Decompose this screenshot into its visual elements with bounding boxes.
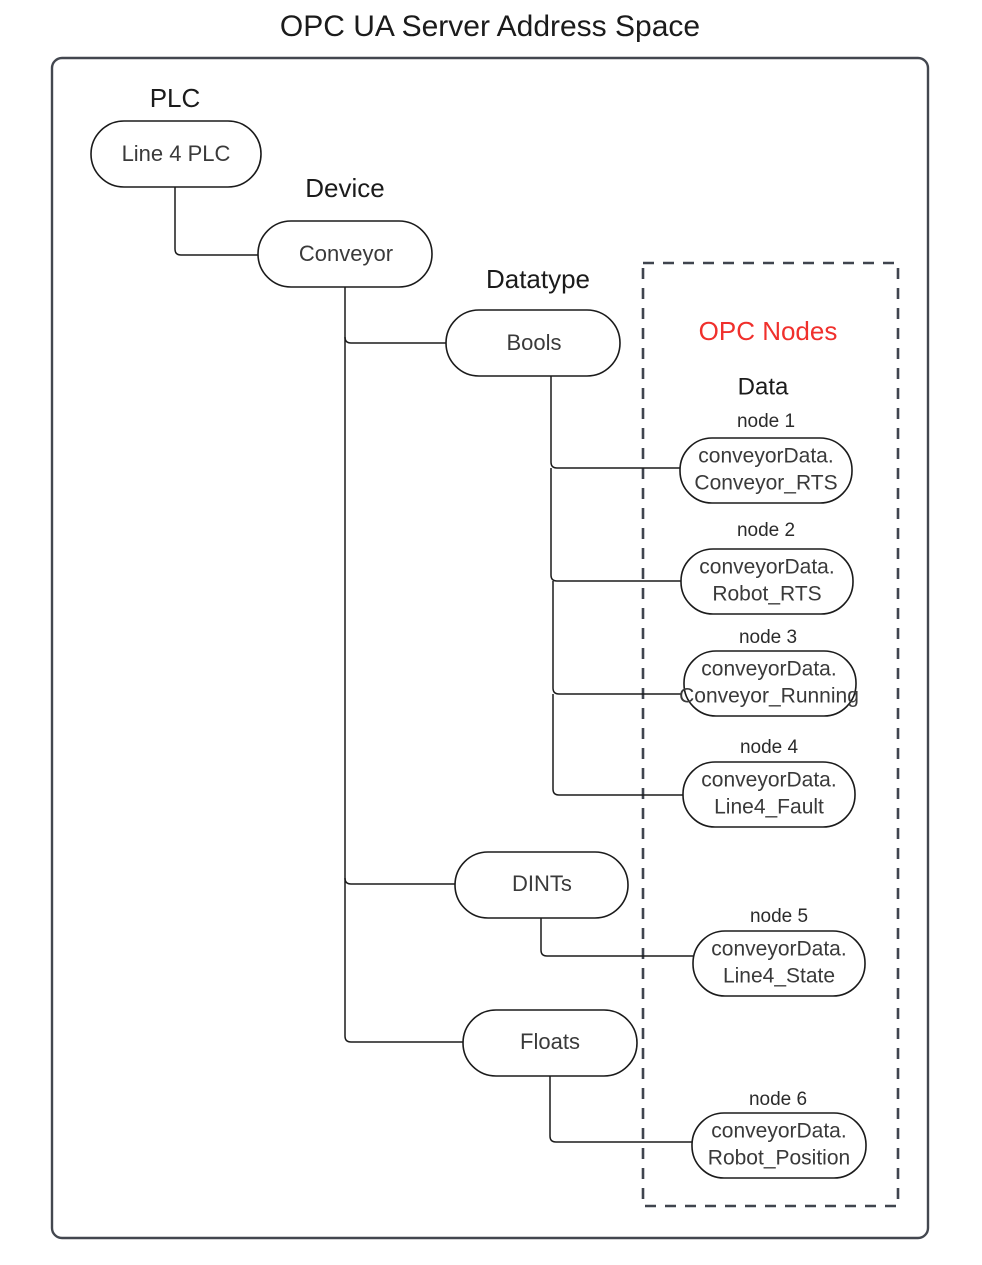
opc-node-2-line2: Robot_RTS (712, 583, 821, 606)
opc-node-5-line2: Line4_State (723, 965, 835, 988)
datatype-node-dints[interactable]: DINTs (454, 851, 629, 919)
opc-node-1-line1: conveyorData. (698, 445, 833, 468)
node-4-caption: node 4 (740, 737, 799, 758)
opc-node-6[interactable]: conveyorData. Robot_Position (691, 1112, 867, 1179)
opc-node-4[interactable]: conveyorData. Line4_Fault (682, 761, 856, 828)
datatype-bools-label: Bools (506, 330, 561, 355)
opc-node-4-shape (682, 761, 856, 828)
connector-dints-to-node5 (540, 918, 693, 957)
opc-node-3-line2: Conveyor_Running (679, 685, 859, 708)
opc-node-5-shape (692, 930, 866, 997)
connector-bools-to-node1 (550, 376, 680, 469)
datatype-dints-shape (454, 851, 629, 919)
opc-node-6-shape (691, 1112, 867, 1179)
device-node-label: Conveyor (299, 241, 393, 266)
opc-node-6-line1: conveyorData. (711, 1120, 846, 1143)
opc-node-3-line1: conveyorData. (701, 658, 836, 681)
opc-node-4-line1: conveyorData. (701, 769, 836, 792)
page-title: OPC UA Server Address Space (280, 10, 700, 43)
device-node-shape (257, 220, 433, 288)
label-device: Device (305, 173, 384, 203)
opc-node-1[interactable]: conveyorData. Conveyor_RTS (679, 437, 853, 504)
address-space-frame (50, 56, 930, 1240)
opc-node-1-line2: Conveyor_RTS (694, 472, 837, 495)
connector-floats-to-node6 (549, 1075, 692, 1143)
label-plc: PLC (150, 83, 201, 113)
connector-conveyor-to-bools (344, 336, 446, 344)
opc-node-5[interactable]: conveyorData. Line4_State (692, 930, 866, 997)
connector-bools-to-node2 (550, 468, 681, 582)
node-3-caption: node 3 (739, 627, 797, 648)
connector-conveyor-trunk (344, 287, 463, 1043)
opc-node-5-line1: conveyorData. (711, 938, 846, 961)
opc-node-3-shape (683, 650, 857, 717)
opc-node-4-line2: Line4_Fault (714, 796, 824, 819)
opc-node-3[interactable]: conveyorData. Conveyor_Running (679, 650, 859, 717)
label-data: Data (738, 373, 789, 400)
device-node[interactable]: Conveyor (257, 220, 433, 288)
opc-node-2[interactable]: conveyorData. Robot_RTS (680, 548, 854, 615)
datatype-bools-shape (445, 309, 621, 377)
datatype-floats-label: Floats (520, 1029, 580, 1054)
plc-node-shape (90, 120, 262, 188)
label-opc-nodes: OPC Nodes (699, 316, 838, 346)
node-1-caption: node 1 (737, 411, 795, 432)
node-2-caption: node 2 (737, 520, 795, 541)
opc-nodes-region (641, 261, 900, 1208)
plc-node[interactable]: Line 4 PLC (90, 120, 262, 188)
opc-node-6-line2: Robot_Position (708, 1147, 850, 1170)
datatype-floats-shape (462, 1009, 638, 1077)
datatype-node-bools[interactable]: Bools (445, 309, 621, 377)
connector-bools-to-node3 (552, 581, 682, 695)
opc-node-2-shape (680, 548, 854, 615)
connector-conveyor-to-dints (344, 877, 455, 885)
plc-node-label: Line 4 PLC (122, 141, 231, 166)
datatype-dints-label: DINTs (512, 871, 572, 896)
datatype-node-floats[interactable]: Floats (462, 1009, 638, 1077)
connector-plc-to-conveyor (174, 186, 258, 256)
opc-node-1-shape (679, 437, 853, 504)
node-5-caption: node 5 (750, 906, 808, 927)
label-datatype: Datatype (486, 264, 590, 294)
node-6-caption: node 6 (749, 1089, 807, 1110)
opc-node-2-line1: conveyorData. (699, 556, 834, 579)
connector-bools-to-node4 (552, 694, 683, 796)
